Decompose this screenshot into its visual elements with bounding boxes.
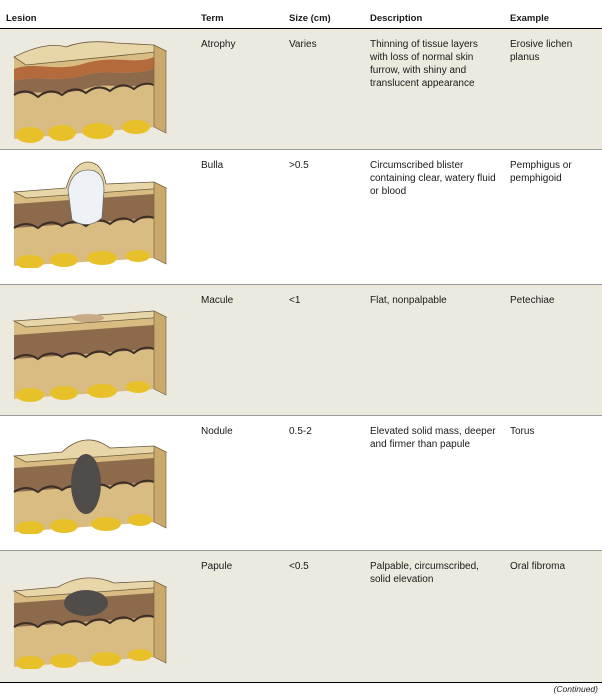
header-size: Size (cm) [289,13,331,24]
size-cell: <0.5 [289,561,309,572]
table-row-bulla: Bulla >0.5 Circumscribed blister contain… [0,150,602,284]
example-cell: Petechiae [510,295,555,306]
description-cell: Palpable, circumscribed, solid elevation [370,561,479,585]
term-cell: Papule [201,561,233,572]
size-cell: <1 [289,295,301,306]
macule-illustration [12,310,168,402]
continued-note: (Continued) [553,684,598,694]
example-cell: Pemphigus or pemphigoid [510,160,572,184]
description-cell: Circumscribed blister containing clear, … [370,160,496,197]
table-row-atrophy: Atrophy Varies Thinning of tissue layers… [0,29,602,149]
row-divider [0,284,602,285]
term-cell: Atrophy [201,39,236,50]
row-divider [0,550,602,551]
description-cell: Elevated solid mass, deeper and firmer t… [370,426,496,450]
table-header: Lesion Term Size (cm) Description Exampl… [0,0,602,29]
description-cell: Thinning of tissue layers with loss of n… [370,39,478,89]
term-cell: Nodule [201,426,233,437]
header-example: Example [510,13,550,24]
table-bottom-rule [0,682,602,683]
papule-illustration [12,577,168,669]
nodule-illustration [12,439,168,534]
example-cell: Oral fibroma [510,561,566,572]
example-cell: Torus [510,426,535,437]
term-cell: Macule [201,295,234,306]
row-divider [0,149,602,150]
size-cell: >0.5 [289,160,309,171]
bulla-illustration [12,161,168,268]
table-row-papule: Papule <0.5 Palpable, circumscribed, sol… [0,551,602,682]
table-row-nodule: Nodule 0.5-2 Elevated solid mass, deeper… [0,416,602,550]
term-cell: Bulla [201,160,224,171]
header-description: Description [370,13,423,24]
atrophy-illustration [13,41,168,143]
size-cell: 0.5-2 [289,426,312,437]
row-divider [0,415,602,416]
header-term: Term [201,13,224,24]
header-lesion: Lesion [6,13,37,24]
size-cell: Varies [289,39,317,50]
example-cell: Erosive lichen planus [510,39,573,63]
description-cell: Flat, nonpalpable [370,295,447,306]
table-row-macule: Macule <1 Flat, nonpalpable Petechiae [0,285,602,415]
